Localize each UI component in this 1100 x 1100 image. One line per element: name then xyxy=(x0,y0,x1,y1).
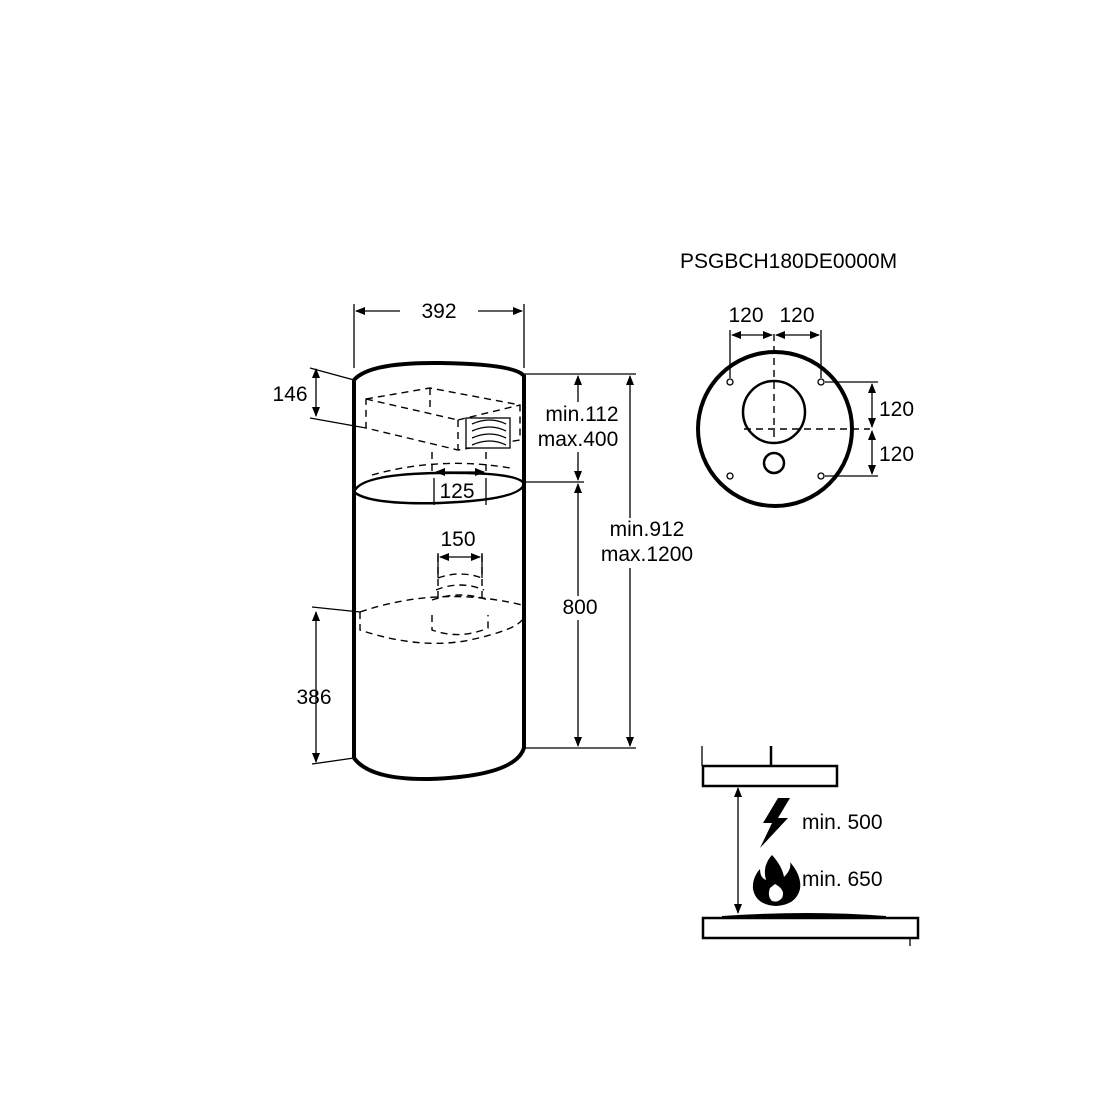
vent-grille xyxy=(465,417,511,449)
upper-max-label: max.400 xyxy=(538,428,619,451)
total-max-label: max.1200 xyxy=(601,543,693,566)
gas-clearance-label: min. 650 xyxy=(802,868,883,891)
dim-top-vertical: 120 120 xyxy=(868,383,914,475)
dim-right-stack: min.112 max.400 800 min.912 max.1200 xyxy=(524,373,693,749)
outlet-label: 125 xyxy=(439,480,474,503)
upper-min-label: min.112 xyxy=(545,403,618,426)
width-label: 392 xyxy=(421,300,456,323)
ceiling-plate-top-view xyxy=(696,330,878,508)
top-offset-upper: 120 xyxy=(879,398,914,421)
lower-height-label: 800 xyxy=(562,596,597,619)
dim-top-height: 146 xyxy=(272,367,367,429)
lightning-icon xyxy=(760,798,790,848)
dim-top-horizontal: 120 120 xyxy=(728,304,820,339)
top-offset-right: 120 xyxy=(779,304,814,327)
flame-icon xyxy=(752,855,801,906)
top-offset-lower: 120 xyxy=(879,443,914,466)
hood-side-view xyxy=(352,360,526,782)
total-min-label: min.912 xyxy=(610,518,685,541)
dim-width: 392 xyxy=(353,300,525,368)
top-height-label: 146 xyxy=(272,383,307,406)
dim-lower-diameter: 150 xyxy=(437,528,483,578)
model-code: PSGBCH180DE0000M xyxy=(680,250,897,273)
lower-diameter-label: 150 xyxy=(440,528,475,551)
bottom-height-label: 386 xyxy=(296,686,331,709)
dim-outlet: 125 xyxy=(433,468,487,505)
dim-bottom-height: 386 xyxy=(296,606,361,765)
clearance-view xyxy=(701,746,920,946)
electric-clearance-label: min. 500 xyxy=(802,811,883,834)
top-offset-left: 120 xyxy=(728,304,763,327)
